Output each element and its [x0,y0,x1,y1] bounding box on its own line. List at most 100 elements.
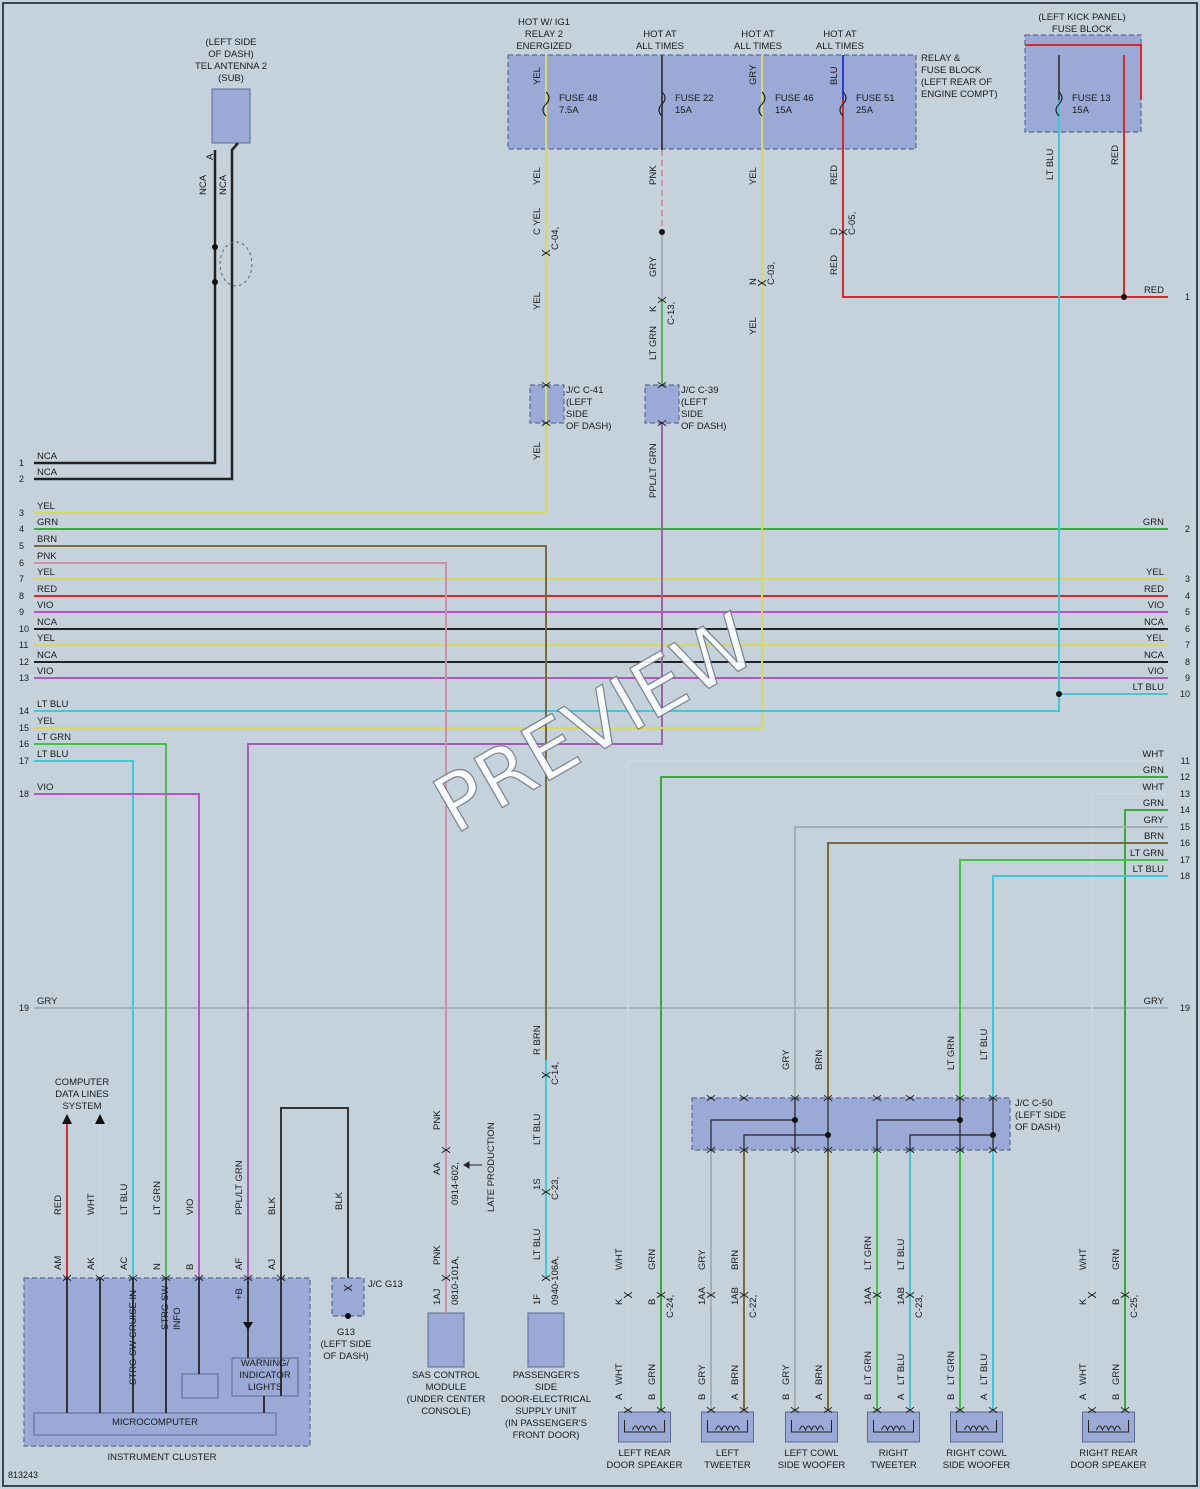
row-number: 18 [1180,871,1190,881]
wire-label: GRY [1144,815,1165,826]
wire-label: NCA [198,174,209,195]
strg-cruise-label: STRG SW CRUISE IN [128,1290,139,1385]
wire-label: RED [1144,285,1164,296]
label: C-22, [748,1295,759,1318]
cluster-ltgrn [34,743,167,1278]
label: LT BLU [1045,149,1056,180]
fuse-symbol [658,91,666,117]
wire-label: RED [53,1195,64,1215]
connector-mark [706,1406,716,1414]
label: LT GRN [946,1036,957,1070]
wire-label: YEL [37,501,55,512]
pin: AF [234,1258,245,1270]
label: BRN [730,1250,741,1270]
row-number: 6 [19,558,24,568]
pin: AM [53,1256,64,1270]
label: B [1111,1299,1122,1305]
diagram-id: 813243 [8,1470,38,1480]
label: BRN [814,1050,825,1070]
label: K [614,1298,625,1305]
speaker-coil [964,1425,989,1432]
connector-mark [276,1274,286,1282]
label: RED [829,255,840,275]
arrow-up [95,1114,105,1124]
speaker-box [618,1411,671,1443]
speaker-coil [799,1425,824,1432]
speaker-box [867,1411,920,1443]
label: R BRN [532,1025,543,1055]
jc50-int [876,1119,960,1150]
wire-label: BLK [267,1196,278,1215]
label: YEL [748,317,759,335]
wire-label: NCA [37,650,58,661]
wire-label: PPL/LT GRN [234,1160,245,1215]
wire-label: BRN [1144,831,1164,842]
row-number: 11 [19,640,28,650]
micro-label: MICROCOMPUTER [112,1417,198,1428]
connector-mark [1120,1406,1130,1414]
label: PNK [432,1110,443,1130]
label: K [1078,1298,1089,1305]
splice-dot [792,1117,798,1123]
row-number: 4 [19,524,24,534]
connector-mark [657,381,667,389]
fuse46-yel-wire [34,55,763,729]
row-number: 1 [19,458,24,468]
connector-mark [955,1146,965,1154]
label: PNK [648,165,659,185]
speaker-box [1082,1411,1135,1443]
label: 1AJ [432,1288,443,1305]
pin: A [205,153,216,160]
label: LT BLU [979,1029,990,1060]
wire-label: LT GRN [152,1181,163,1215]
wire-label: VIO [37,666,53,677]
connector-mark [790,1406,800,1414]
connector-mark [1087,1406,1097,1414]
cluster-vio [34,793,200,1278]
wire-label: LT BLU [1133,864,1164,875]
speaker-box [785,1411,838,1443]
jc50-brn [827,842,1168,1098]
label: A [1078,1393,1089,1400]
connector-mark [541,1274,551,1282]
connector-mark [706,1146,716,1154]
label: B [781,1394,792,1400]
wire-label: VIO [37,600,53,611]
speaker-box [701,1411,754,1443]
label: C-13, [666,302,677,325]
label: YEL [532,67,543,85]
speaker-symbol [707,1420,748,1433]
label: RED [1110,145,1121,165]
wire-label: LT BLU [37,699,68,710]
row-number: 7 [1185,640,1190,650]
label: B [647,1299,658,1305]
label: B [1111,1394,1122,1400]
row-number: 19 [19,1003,29,1013]
label: GRN [1111,1249,1122,1270]
wire-label: GRN [1143,517,1164,528]
connector-mark [790,1094,800,1102]
pin: AC [119,1257,130,1270]
connector-mark [656,1406,666,1414]
label: LT GRN [946,1351,957,1385]
row-number: 3 [1185,574,1190,584]
row-number: 10 [1180,689,1190,699]
row-number: 17 [1180,855,1190,865]
splice-dot [1121,294,1127,300]
sas-control-module [427,1312,465,1368]
connector-mark [541,249,551,257]
pin: N [152,1263,163,1270]
wire-label: YEL [1146,567,1164,578]
label: AA [432,1162,443,1175]
row-number: 15 [19,723,29,733]
wire-label: RED [37,584,57,595]
